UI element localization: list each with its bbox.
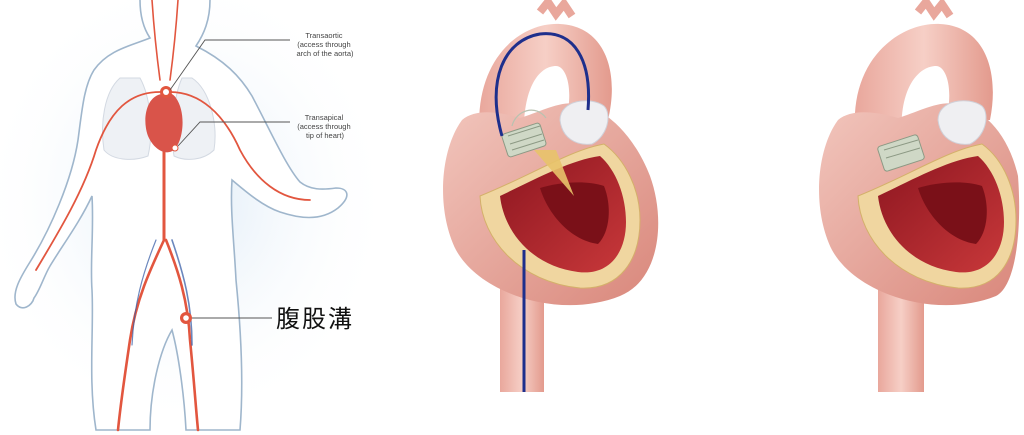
arch-branches: [540, 2, 572, 16]
transapical-access-point: [172, 145, 178, 151]
transaortic-access-point: [163, 89, 169, 95]
heart-panel-implanted: [819, 2, 1019, 392]
heart-panel-catheter: [443, 2, 658, 392]
body-panel: Transaortic (access through arch of the …: [0, 0, 375, 430]
groin-access-point: [183, 315, 189, 321]
label-transaortic: Transaortic (access through arch of the …: [296, 31, 354, 58]
label-groin: 腹股溝: [276, 305, 354, 333]
arch-branches-2: [918, 2, 950, 16]
